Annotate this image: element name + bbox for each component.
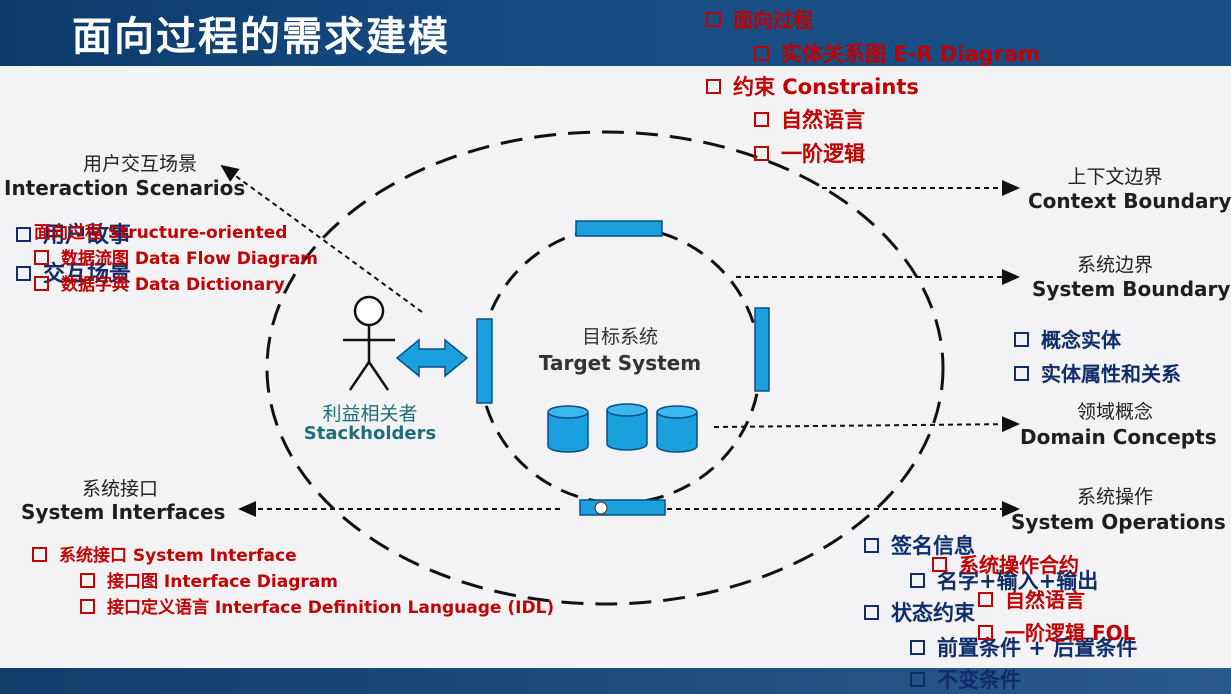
interface-port-icon bbox=[594, 501, 608, 515]
stakeholders-label-en: Stackholders bbox=[303, 423, 437, 444]
top-list-item: 约束 Constraints bbox=[706, 71, 919, 101]
component-bottom bbox=[579, 499, 666, 516]
checkbox-bullet-icon bbox=[16, 226, 31, 242]
checkbox-bullet-icon bbox=[910, 671, 925, 687]
title-bar: 面向过程的需求建模 bbox=[0, 0, 1231, 66]
system-interfaces-item: 接口定义语言 Interface Definition Language (ID… bbox=[80, 593, 554, 618]
system-operations-red-item: 自然语言 bbox=[978, 584, 1085, 613]
checkbox-bullet-icon bbox=[32, 546, 47, 562]
component-top bbox=[575, 220, 663, 237]
checkbox-bullet-icon bbox=[706, 12, 721, 27]
top-list-item: 实体关系图 E-R Diagram bbox=[754, 38, 1040, 68]
system-boundary-item: 实体属性和关系 bbox=[1014, 358, 1181, 387]
interaction-blue-item: 用户故事 bbox=[16, 217, 131, 249]
system-operations-blue-item: 签名信息 bbox=[864, 530, 975, 560]
system-interfaces-label-cn: 系统接口 bbox=[81, 478, 158, 500]
checkbox-bullet-icon bbox=[978, 592, 993, 607]
database-icon bbox=[547, 405, 589, 453]
checkbox-bullet-icon bbox=[706, 78, 721, 94]
system-operations-blue-item: 前置条件 + 后置条件 bbox=[910, 632, 1137, 662]
component-left bbox=[476, 318, 493, 404]
top-list-item: 自然语言 bbox=[754, 104, 865, 134]
checkbox-bullet-icon bbox=[864, 604, 879, 620]
stakeholders-label-cn: 利益相关者 bbox=[322, 403, 418, 425]
checkbox-bullet-icon bbox=[16, 265, 31, 281]
system-interfaces-item: 系统接口 System Interface bbox=[32, 541, 297, 566]
checkbox-bullet-icon bbox=[34, 249, 49, 265]
target-system-label-cn: 目标系统 bbox=[581, 326, 658, 348]
checkbox-bullet-icon bbox=[978, 625, 993, 640]
interaction-red-item: 数据字典 Data Dictionary bbox=[34, 270, 285, 295]
top-list-item: 面向过程 bbox=[706, 4, 813, 33]
stakeholder-figure-icon bbox=[343, 295, 395, 391]
system-operations-label-cn: 系统操作 bbox=[1076, 486, 1153, 508]
checkbox-bullet-icon bbox=[1014, 332, 1029, 347]
checkbox-bullet-icon bbox=[80, 598, 95, 614]
system-operations-label-en: System Operations bbox=[1011, 510, 1226, 534]
domain-concepts-label-cn: 领域概念 bbox=[1076, 401, 1153, 423]
system-operations-blue-item: 名字+输入+输出 bbox=[910, 565, 1098, 595]
database-icon bbox=[656, 405, 698, 453]
context-boundary-label-cn: 上下文边界 bbox=[1067, 166, 1163, 188]
interaction-label-en: Interaction Scenarios bbox=[4, 176, 246, 200]
top-list-item: 一阶逻辑 bbox=[754, 138, 865, 168]
interaction-blue-item: 交互场景 bbox=[16, 256, 131, 288]
system-operations-blue-item: 状态约束 bbox=[864, 597, 975, 627]
checkbox-bullet-icon bbox=[932, 557, 947, 572]
interaction-double-arrow-icon bbox=[395, 338, 469, 378]
checkbox-bullet-icon bbox=[864, 537, 879, 553]
target-system-label-en: Target System bbox=[538, 351, 702, 375]
checkbox-bullet-icon bbox=[910, 572, 925, 588]
system-interfaces-item: 接口图 Interface Diagram bbox=[80, 567, 338, 592]
interaction-label-cn: 用户交互场景 bbox=[82, 153, 197, 175]
system-interfaces-label-en: System Interfaces bbox=[21, 500, 226, 524]
context-boundary-label-en: Context Boundary bbox=[1028, 189, 1231, 213]
system-operations-red-item: 系统操作合约 bbox=[932, 549, 1079, 578]
checkbox-bullet-icon bbox=[34, 275, 49, 291]
checkbox-bullet-icon bbox=[754, 45, 769, 61]
system-boundary-item: 概念实体 bbox=[1014, 324, 1121, 353]
interaction-red-item: 数据流图 Data Flow Diagram bbox=[34, 244, 318, 269]
page-title: 面向过程的需求建模 bbox=[72, 14, 450, 60]
checkbox-bullet-icon bbox=[754, 145, 769, 161]
system-operations-red-item: 一阶逻辑 FOL bbox=[978, 617, 1135, 646]
checkbox-bullet-icon bbox=[754, 111, 769, 127]
checkbox-bullet-icon bbox=[1014, 366, 1029, 381]
checkbox-bullet-icon bbox=[80, 572, 95, 588]
outer-boundary-ellipse bbox=[265, 130, 945, 606]
arrow-domain-concepts bbox=[713, 416, 1020, 433]
checkbox-bullet-icon bbox=[910, 639, 925, 655]
system-boundary-label-en: System Boundary bbox=[1032, 277, 1231, 301]
system-boundary-label-cn: 系统边界 bbox=[1076, 254, 1153, 276]
system-operations-blue-item: 不变条件 bbox=[910, 664, 1021, 694]
interaction-red-item: 面向过程 Structure-oriented bbox=[34, 223, 288, 243]
footer-bar bbox=[0, 668, 1231, 694]
database-icon bbox=[606, 403, 648, 451]
domain-concepts-label-en: Domain Concepts bbox=[1020, 425, 1217, 449]
component-right bbox=[754, 307, 770, 392]
